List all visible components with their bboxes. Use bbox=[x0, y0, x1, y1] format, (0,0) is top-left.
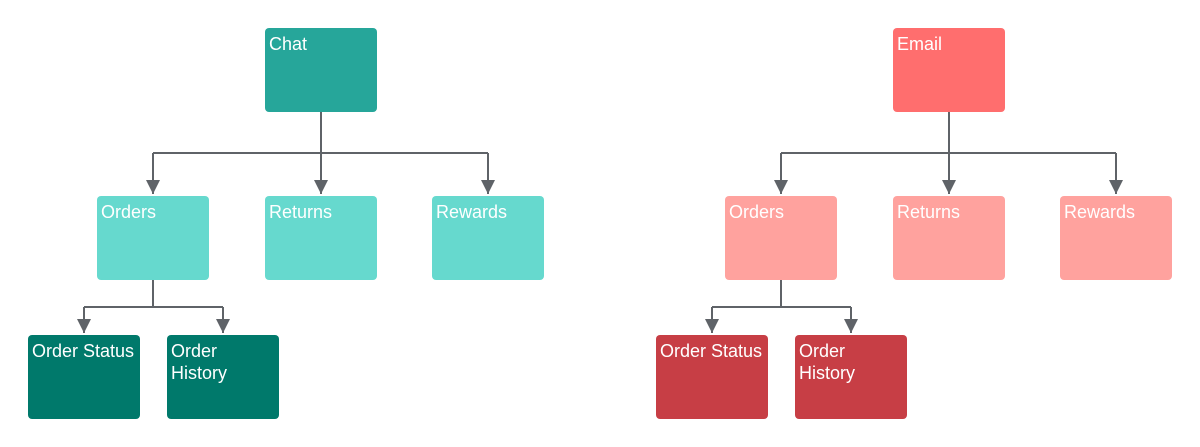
left-order-history-node[interactable]: Order History bbox=[167, 335, 279, 419]
right-returns-label: Returns bbox=[897, 202, 961, 222]
right-order-history-node[interactable]: Order History bbox=[795, 335, 907, 419]
left-order-history-label: Order History bbox=[171, 341, 228, 383]
left-orders-label: Orders bbox=[101, 202, 157, 222]
right-rewards-label: Rewards bbox=[1064, 202, 1136, 222]
chat-root-node[interactable]: Chat bbox=[265, 28, 377, 112]
left-returns-node[interactable]: Returns bbox=[265, 196, 377, 280]
left-orders-node[interactable]: Orders bbox=[97, 196, 209, 280]
left-order-status-label: Order Status bbox=[32, 341, 135, 361]
right-rewards-node[interactable]: Rewards bbox=[1060, 196, 1172, 280]
right-order-status-label: Order Status bbox=[660, 341, 763, 361]
right-orders-label: Orders bbox=[729, 202, 785, 222]
email-root-label: Email bbox=[897, 34, 943, 54]
left-rewards-node[interactable]: Rewards bbox=[432, 196, 544, 280]
left-rewards-label: Rewards bbox=[436, 202, 508, 222]
right-orders-node[interactable]: Orders bbox=[725, 196, 837, 280]
left-order-status-node[interactable]: Order Status bbox=[28, 335, 140, 419]
right-order-history-label: Order History bbox=[799, 341, 856, 383]
chat-root-label: Chat bbox=[269, 34, 308, 54]
right-order-status-node[interactable]: Order Status bbox=[656, 335, 768, 419]
right-returns-node[interactable]: Returns bbox=[893, 196, 1005, 280]
email-root-node[interactable]: Email bbox=[893, 28, 1005, 112]
left-returns-label: Returns bbox=[269, 202, 333, 222]
